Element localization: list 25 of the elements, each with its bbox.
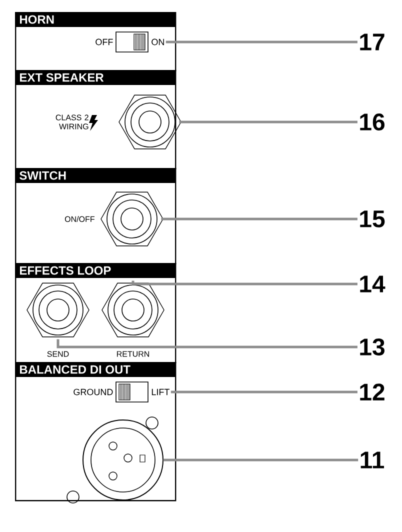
jack-label: CLASS 2 WIRING: [56, 114, 88, 130]
toggle-switch: GROUND LIFT: [74, 382, 170, 402]
callout-number: 12: [360, 384, 384, 400]
node-label: LIFT: [152, 388, 170, 396]
callout-number: 14: [360, 276, 386, 292]
xlr-connector: [66, 416, 164, 504]
leader-line: [56, 339, 358, 348]
leader-line: [166, 40, 358, 44]
node-label: OFF: [96, 38, 113, 46]
node-label: GROUND: [74, 388, 113, 396]
node-label: ON: [152, 38, 164, 46]
leader-line: [161, 218, 358, 220]
jack-label: RETURN: [117, 351, 150, 357]
leader-line: [163, 458, 358, 462]
callout-number: 16: [360, 114, 384, 130]
jack-label: ON/OFF: [64, 216, 94, 222]
callout-number: 15: [360, 210, 385, 228]
leader-line: [170, 390, 358, 394]
leader-line: [179, 120, 358, 124]
callout-number: 17: [360, 34, 384, 50]
jack-label: SEND: [47, 351, 69, 357]
callout-number: 11: [360, 452, 384, 468]
leader-line: [132, 280, 358, 286]
callout-number: 13: [360, 338, 384, 356]
toggle-switch: OFF ON: [96, 32, 164, 52]
